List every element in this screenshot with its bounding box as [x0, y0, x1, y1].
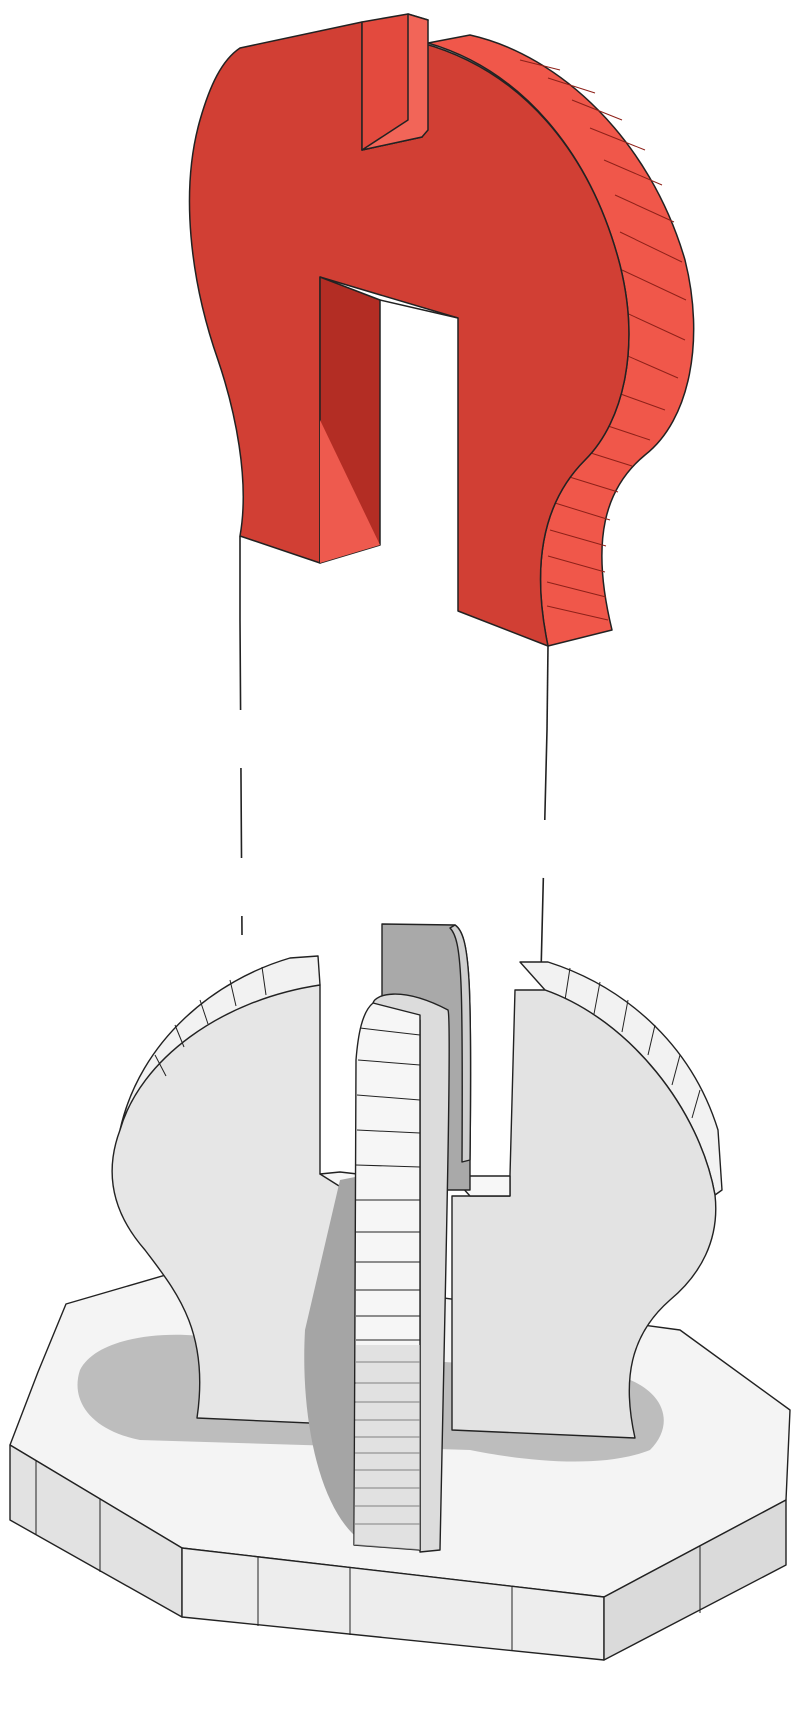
right-guide-solid [547, 646, 548, 730]
gray-bottom-assembly [10, 924, 790, 1660]
red-top-piece [190, 14, 694, 646]
front-disc-lower-shade [354, 1345, 420, 1550]
left-guide-dashed [240, 620, 242, 935]
